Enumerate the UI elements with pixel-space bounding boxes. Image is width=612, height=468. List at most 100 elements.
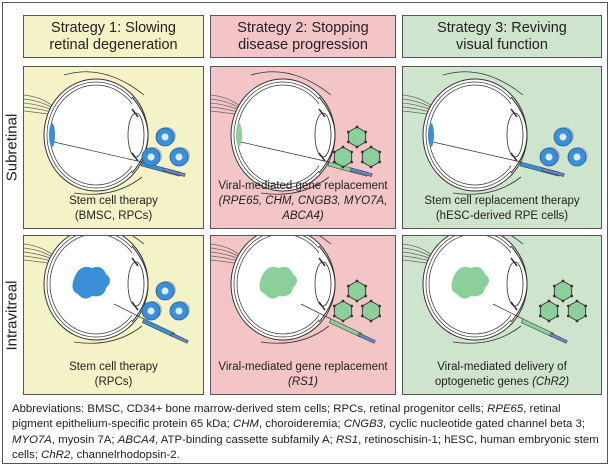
virus-vertex <box>364 140 368 144</box>
virus-vertex <box>369 165 373 169</box>
virus-capsid-icon <box>347 126 367 148</box>
virus-vertex <box>566 304 570 308</box>
abbreviation-text: , ATP-binding cassette subfamily A; <box>155 433 336 446</box>
syringe-plunger <box>170 332 189 344</box>
panel-subretinal-strategy-3: Stem cell replacement therapy (hESC-deri… <box>402 66 602 229</box>
panel-intravitreal-strategy-1: Stem cell therapy (RPCs) <box>23 235 204 395</box>
row-label-subretinal: Subretinal <box>2 66 22 229</box>
eye-illustration <box>24 236 190 344</box>
stem-cell-nucleus <box>175 307 183 315</box>
caption-title: Viral-mediated gene replacement <box>218 180 388 192</box>
ciliary-body <box>510 108 518 162</box>
header-strategy-2: Strategy 2: Stopping disease progression <box>210 15 396 58</box>
virus-vertex <box>538 304 542 308</box>
virus-vertex <box>547 299 551 303</box>
stem-cell-nucleus <box>573 153 581 161</box>
panel-subretinal-strategy-2: Viral-mediated gene replacement (RPE65, … <box>210 66 396 229</box>
virus-vertex <box>547 319 551 323</box>
caption-title: Stem cell replacement therapy <box>424 195 580 207</box>
panel-caption: Viral-mediated gene replacement (RS1) <box>211 360 395 390</box>
optic-nerve-fiber <box>403 243 434 257</box>
header-line-1: Strategy 2: Stopping <box>237 19 369 36</box>
virus-vertex <box>346 140 350 144</box>
panel-intravitreal-strategy-2: Viral-mediated gene replacement (RS1) <box>210 235 396 395</box>
caption-title: Stem cell therapy <box>69 361 158 373</box>
eyelid-lower <box>452 325 522 344</box>
eye-illustration <box>211 236 382 344</box>
panel-caption: Viral-mediated gene replacement (RPE65, … <box>211 179 395 224</box>
caption-detail: (hESC-derived RPE cells) <box>435 210 569 222</box>
virus-vertex <box>561 299 565 303</box>
caption-title: Viral-mediated delivery of <box>437 361 567 373</box>
abbreviation-text: , channelrhodopsin-2. <box>70 448 180 461</box>
virus-vertex <box>341 319 345 323</box>
virus-vertex <box>584 314 588 318</box>
eye <box>211 71 373 195</box>
eyelid-upper <box>132 236 145 245</box>
virus-vertex <box>355 299 359 303</box>
injected-cells-bleb <box>49 123 55 147</box>
virus-vertex <box>566 314 570 318</box>
caption-detail-plain: optogenetic genes <box>434 376 533 388</box>
row-label-text: Intravitreal <box>3 279 21 351</box>
abbreviation-text: , myosin 7A; <box>51 433 118 446</box>
virus-vertex <box>575 299 579 303</box>
gene-abbreviation: RS1 <box>335 433 359 446</box>
eye <box>403 236 568 344</box>
caption-detail: optogenetic genes (ChR2) <box>403 375 601 390</box>
caption-detail: (RPE65, CHM, CNGB3, MYO7A, ABCA4) <box>218 195 388 222</box>
virus-vertex <box>561 279 565 283</box>
caption-detail: (RS1) <box>287 376 319 388</box>
virus-vertex <box>364 284 368 288</box>
eyelid-lower <box>73 176 143 195</box>
panel-subretinal-strategy-1: Stem cell therapy (BMSC, RPCs) <box>23 66 204 229</box>
virus-vertex <box>332 160 336 164</box>
header-line-1: Strategy 1: Slowing <box>51 19 176 36</box>
virus-vertex <box>369 319 373 323</box>
eyelid-upper <box>442 71 524 96</box>
needle-track <box>240 141 330 163</box>
virus-capsid-icon <box>567 300 587 322</box>
virus-vertex <box>341 145 345 149</box>
eye <box>403 71 565 195</box>
eye <box>24 236 189 344</box>
virus-vertex <box>364 294 368 298</box>
caption-title: Viral-mediated gene replacement <box>218 361 388 373</box>
needle-track <box>432 141 522 163</box>
gene-abbreviation: RPE65 <box>487 403 524 415</box>
virus-capsid-icon <box>361 300 381 322</box>
syringe-plunger <box>162 167 186 177</box>
virus-vertex <box>355 279 359 283</box>
virus-vertex <box>332 150 336 154</box>
virus-vertex <box>360 160 364 164</box>
needle-track <box>300 303 332 320</box>
panel-caption: Stem cell therapy (RPCs) <box>24 360 203 390</box>
virus-vertex <box>378 150 382 154</box>
virus-vertex <box>350 314 354 318</box>
virus-capsid-icon <box>361 146 381 168</box>
virus-vertex <box>350 304 354 308</box>
virus-vertex <box>552 284 556 288</box>
needle-track <box>492 303 524 320</box>
figure-frame <box>2 2 608 464</box>
virus-capsid-icon <box>347 280 367 302</box>
abbreviation-text: , cyclic nucleotide gated channel beta 3… <box>383 418 586 431</box>
header-strategy-3: Strategy 3: Reviving visual function <box>402 15 602 58</box>
virus-vertex <box>360 304 364 308</box>
lens <box>127 112 145 158</box>
ciliary-body <box>131 108 139 162</box>
eyelid-upper <box>63 71 145 96</box>
eye-illustration <box>24 71 190 195</box>
caption-detail: (RPCs) <box>94 376 133 388</box>
syringe-plunger <box>357 332 376 344</box>
row-label-intravitreal: Intravitreal <box>2 235 22 395</box>
ciliary-body <box>318 257 326 311</box>
caption-detail: (BMSC, RPCs) <box>74 210 153 222</box>
virus-vertex <box>360 150 364 154</box>
stem-cell-nucleus <box>559 133 567 141</box>
syringe-barrel <box>328 318 363 338</box>
syringe-plunger <box>549 332 568 344</box>
virus-vertex <box>552 294 556 298</box>
lens <box>314 261 332 307</box>
virus-vertex <box>378 314 382 318</box>
